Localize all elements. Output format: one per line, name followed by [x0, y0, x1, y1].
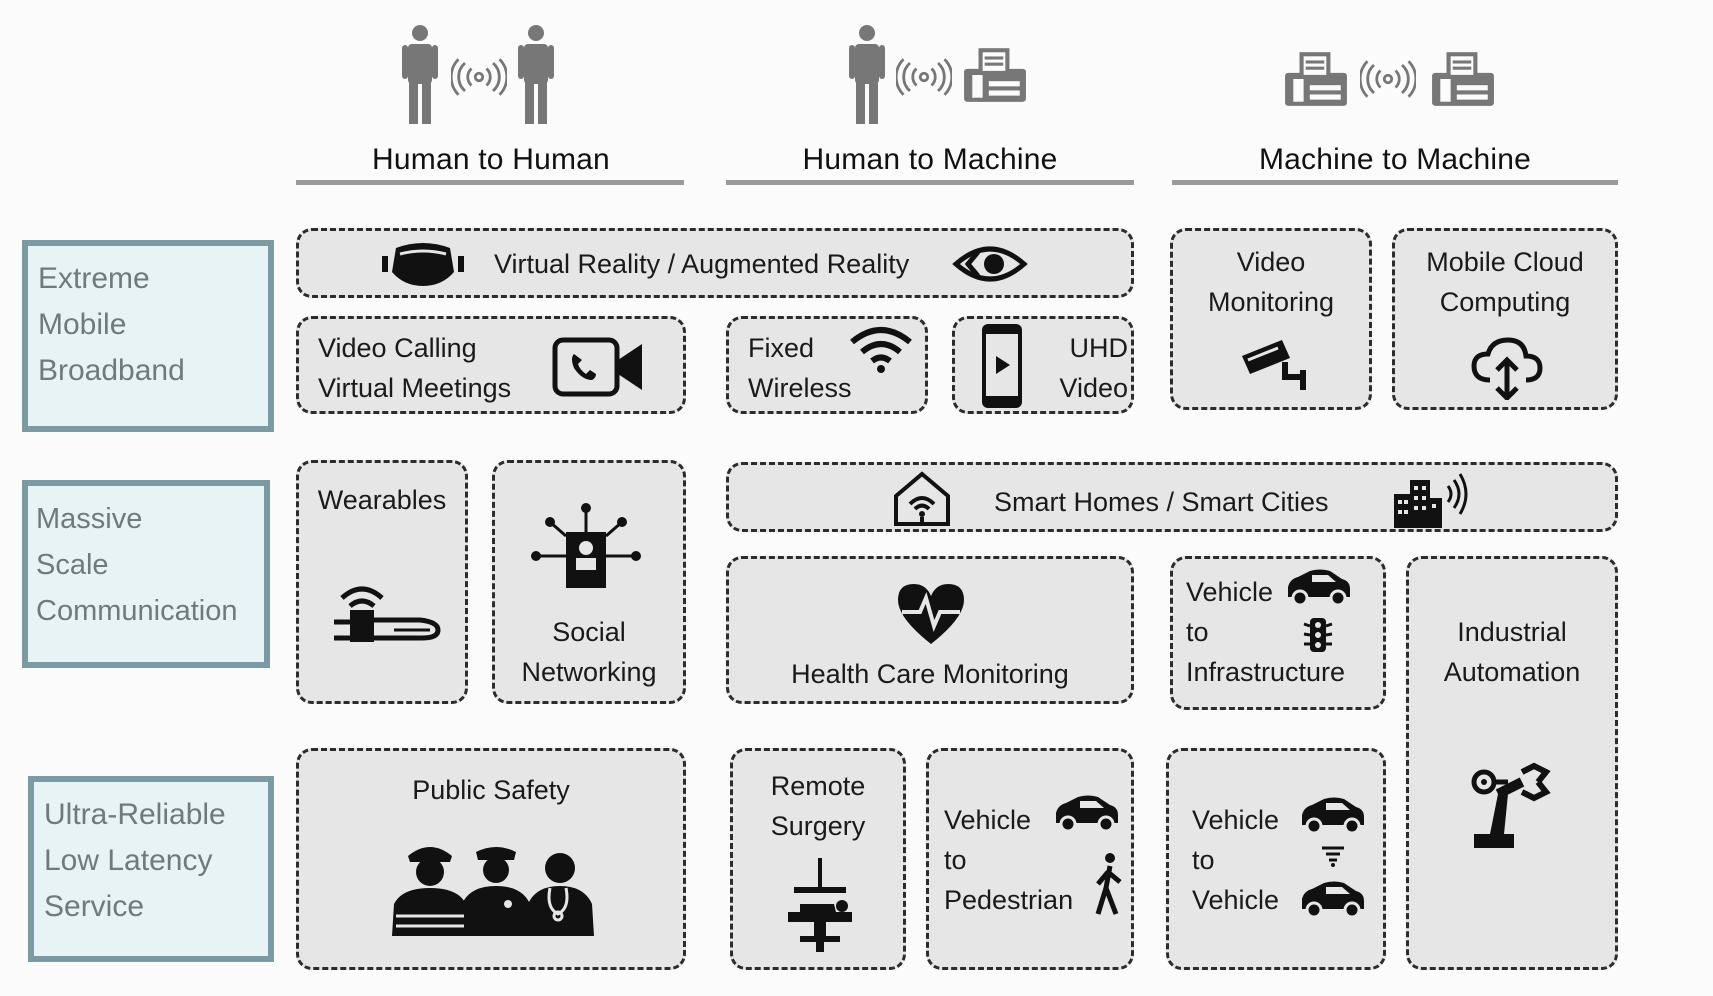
pedestrian-icon [1090, 852, 1126, 916]
smart-city-icon [1392, 468, 1472, 530]
fax-machine-icon [1430, 50, 1496, 108]
car-icon [1052, 792, 1122, 834]
video-call-icon [552, 336, 644, 398]
v2i-label: Vehicle to Infrastructure [1186, 577, 1346, 687]
category-embb: Extreme Mobile Broadband [22, 240, 274, 432]
augmented-eye-icon [952, 240, 1028, 288]
signal-icon [451, 58, 507, 96]
health-care-label: Health Care Monitoring [791, 659, 1069, 689]
box-v2v [1166, 748, 1386, 970]
first-responders-icon [390, 838, 596, 938]
surgery-table-icon [780, 856, 860, 952]
smart-homes-label: Smart Homes / Smart Cities [994, 487, 1329, 517]
signal-icon [1318, 844, 1348, 868]
box-video-monitoring [1170, 228, 1372, 410]
wifi-icon [848, 324, 914, 374]
car-icon [1298, 794, 1368, 836]
fixed-wireless-label: Fixed Wireless [748, 333, 852, 403]
human-icon [847, 24, 887, 124]
vr-headset-icon [382, 238, 464, 288]
human-icon [400, 24, 440, 124]
fax-machine-icon [1283, 50, 1349, 108]
smart-home-icon [892, 470, 952, 528]
cloud-upload-icon [1470, 334, 1544, 400]
vr-ar-label: Virtual Reality / Augmented Reality [494, 249, 910, 279]
smartwatch-wrist-icon [334, 576, 444, 656]
header-machine-to-machine: Machine to Machine [1258, 143, 1532, 176]
signal-icon [896, 58, 952, 96]
car-icon [1284, 566, 1354, 608]
header-rule [726, 180, 1134, 185]
social-networking-label: Social Networking [521, 617, 657, 687]
signal-icon [1360, 60, 1416, 98]
security-camera-icon [1238, 336, 1310, 392]
wearables-label: Wearables [317, 485, 447, 515]
box-v2i [1170, 556, 1386, 710]
industrial-automation-label: Industrial Automation [1443, 617, 1581, 687]
box-v2p [926, 748, 1134, 970]
box-industrial-automation [1406, 556, 1618, 970]
social-network-icon [530, 502, 642, 594]
box-smart-homes [726, 462, 1618, 532]
video-calling-label: Video Calling Virtual Meetings [318, 333, 512, 403]
robot-arm-icon [1468, 762, 1556, 850]
car-icon [1298, 878, 1368, 920]
header-human-to-machine: Human to Machine [802, 143, 1058, 176]
human-icon [516, 24, 556, 124]
header-human-to-human: Human to Human [372, 143, 610, 176]
public-safety-label: Public Safety [412, 775, 570, 805]
video-monitoring-label: Video Monitoring [1207, 247, 1335, 317]
uhd-video-label: UHD Video [1059, 333, 1128, 403]
v2p-label: Vehicle to Pedestrian [944, 805, 1074, 915]
header-rule [296, 180, 684, 185]
remote-surgery-label: Remote Surgery [770, 771, 866, 841]
traffic-light-icon [1302, 616, 1334, 654]
phone-play-icon [980, 322, 1024, 410]
category-mmtc: Massive Scale Communication [22, 480, 270, 668]
box-wearables [296, 460, 468, 704]
heart-monitor-icon [894, 580, 968, 646]
v2v-label: Vehicle to Vehicle [1192, 805, 1280, 915]
header-rule [1172, 180, 1618, 185]
mobile-cloud-label: Mobile Cloud Computing [1426, 247, 1584, 317]
fax-machine-icon [962, 46, 1028, 104]
category-urllc: Ultra-Reliable Low Latency Service [28, 776, 274, 962]
